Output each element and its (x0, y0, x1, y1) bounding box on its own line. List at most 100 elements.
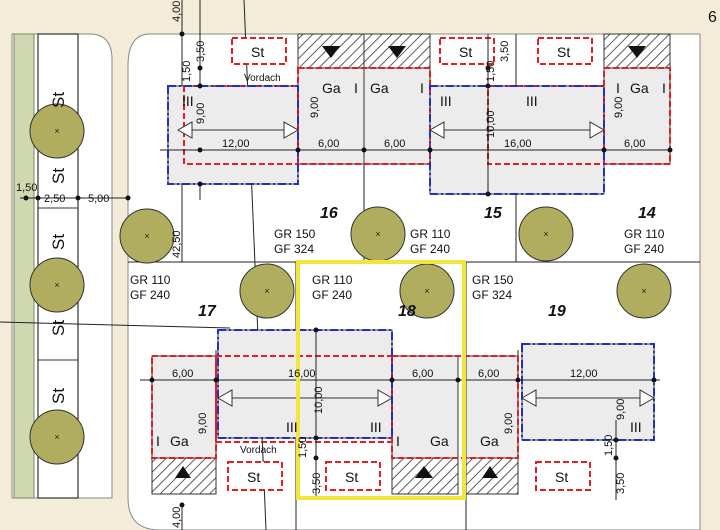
entry-triangle (175, 466, 191, 478)
storey-label: III (526, 93, 538, 109)
lot-number: 14 (638, 205, 656, 222)
dimension-label: 1,50 (485, 61, 497, 82)
garage-label: Ga (170, 433, 189, 449)
dimension-label: 1,50 (297, 437, 309, 458)
dimension-label: 3,50 (615, 473, 627, 494)
storey-label: III (182, 93, 194, 109)
gf-label: GF 324 (274, 242, 314, 256)
garage-label: Ga (370, 80, 389, 96)
entry-triangle (415, 466, 433, 478)
dimension-label: 12,00 (570, 368, 598, 380)
lot-number: 16 (320, 205, 338, 222)
storey-label: I (616, 80, 620, 96)
gr-label: GR 110 (130, 273, 171, 287)
dimension-label: 16,00 (504, 138, 532, 150)
entry-triangle (388, 46, 406, 58)
entry-triangle (482, 466, 498, 478)
garage-label: Ga (630, 80, 649, 96)
building-footprint (429, 85, 605, 195)
dimension-label: 6,00 (318, 138, 339, 150)
parking-label: St (49, 168, 68, 184)
parking-label: St (555, 469, 568, 485)
gf-label: GF 240 (410, 242, 450, 256)
dimension-label: 10,00 (313, 386, 325, 414)
parking-label: St (345, 469, 358, 485)
tree (29, 103, 85, 159)
svg-text:×: × (424, 286, 429, 296)
parking-space (439, 37, 495, 65)
storey-label: III (440, 93, 452, 109)
tree (239, 263, 295, 319)
garage-footprint (297, 67, 365, 165)
dimension-label: 10,00 (485, 110, 497, 138)
lot-number: 17 (198, 303, 217, 320)
garage-footprint (603, 67, 671, 165)
dimension-label: 9,00 (615, 399, 627, 420)
parking-label: St (49, 92, 68, 108)
svg-text:×: × (144, 231, 149, 241)
dimension-label: 4,00 (171, 507, 183, 528)
dimension-label: 2,50 (44, 193, 65, 205)
storey-label: I (156, 433, 160, 449)
storey-label: I (420, 80, 424, 96)
parking-label: St (49, 234, 68, 250)
dimension-label: 3,50 (499, 41, 511, 62)
green-strip (13, 33, 35, 499)
parking-space (227, 461, 283, 491)
parking-space (535, 461, 591, 491)
gr-label: GR 150 (472, 273, 514, 287)
dimension-label: 5,00 (88, 193, 109, 205)
storey-label: III (630, 419, 642, 435)
gr-label: GR 110 (312, 273, 353, 287)
garage-label: Ga (322, 80, 341, 96)
dimension-label: 9,00 (613, 97, 625, 118)
selected-lot-highlight[interactable] (296, 260, 466, 500)
dimension-label: 9,00 (309, 97, 321, 118)
dimension-label: 9,00 (503, 413, 515, 434)
parking-space (325, 461, 381, 491)
parking-label: St (49, 388, 68, 404)
storey-label: III (370, 419, 382, 435)
dimension-label: 9,00 (195, 103, 207, 124)
lot-number: 18 (398, 303, 416, 320)
dimension-label: 6,00 (172, 368, 193, 380)
tree (29, 257, 85, 313)
dimension-label: 42,50 (171, 230, 183, 258)
parking-label: St (247, 469, 260, 485)
svg-text:×: × (641, 286, 646, 296)
dimension-label: 3,50 (311, 473, 323, 494)
parking-space (537, 37, 593, 65)
svg-text:×: × (54, 432, 59, 442)
dimension-label: 12,00 (222, 138, 250, 150)
svg-text:×: × (264, 286, 269, 296)
garage-footprint (391, 355, 459, 459)
dimension-label: 6,00 (384, 138, 405, 150)
gr-label: GR 150 (274, 227, 316, 241)
lot-number: 15 (484, 205, 503, 222)
gf-label: GF 240 (624, 242, 664, 256)
dimension-label: 3,50 (195, 41, 207, 62)
dimension-label: 9,00 (197, 413, 209, 434)
dimension-label: 6,00 (412, 368, 433, 380)
storey-label: I (354, 80, 358, 96)
entry-triangle (322, 46, 340, 58)
storey-label: I (662, 80, 666, 96)
canopy-label: Vordach (240, 445, 277, 456)
building-footprint (217, 329, 393, 439)
tree (518, 206, 574, 262)
parking-label: St (49, 320, 68, 336)
dimension-label: 1,50 (16, 182, 37, 194)
parking-label: St (251, 44, 264, 60)
parking-label: St (459, 44, 472, 60)
gf-label: GF 324 (472, 288, 512, 302)
lot-number: 19 (548, 303, 566, 320)
dimension-label: 1,50 (603, 435, 615, 456)
entry-triangle (628, 46, 646, 58)
edge-char: 6 (708, 9, 717, 26)
svg-text:×: × (54, 126, 59, 136)
svg-text:×: × (543, 229, 548, 239)
garage-label: Ga (430, 433, 449, 449)
gf-label: GF 240 (312, 288, 352, 302)
gf-label: GF 240 (130, 288, 170, 302)
svg-text:×: × (375, 229, 380, 239)
